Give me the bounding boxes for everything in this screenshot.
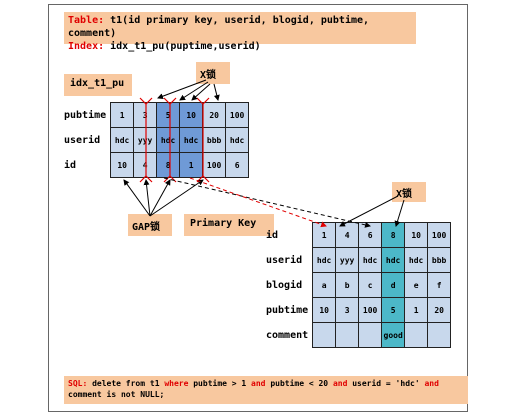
index-definition: idx_t1_pu(puptime,userid)	[104, 41, 261, 52]
pk-table-cell	[358, 322, 383, 348]
index-table-cell: 1	[179, 152, 204, 178]
pk-table-cell: 10	[312, 297, 337, 323]
index-table-cell: 8	[156, 152, 181, 178]
sql-part: pubtime < 20	[265, 379, 333, 388]
pk-table-cell: 1	[312, 222, 337, 248]
index-table-cell: 5	[156, 102, 181, 128]
pk-table-cell: hdc	[312, 247, 337, 273]
pk-table-cell: 4	[335, 222, 360, 248]
index-table-cell: 1	[110, 102, 135, 128]
sql-part: pubtime > 1	[188, 379, 252, 388]
index-table-cell: yyy	[133, 127, 158, 153]
sql-keyword: and	[332, 379, 348, 388]
index-table-cell: 10	[179, 102, 204, 128]
index-table-cell: 6	[225, 152, 250, 178]
index-table-cell: hdc	[110, 127, 135, 153]
pk-table-row-label: id	[266, 229, 279, 241]
pk-table-cell: 100	[427, 222, 452, 248]
index-table-row-label: id	[64, 159, 77, 171]
pk-table-cell: 8	[381, 222, 406, 248]
pk-table-cell: 1	[404, 297, 429, 323]
pk-table-cell: 10	[404, 222, 429, 248]
pk-table-cell: 100	[358, 297, 383, 323]
pk-table-cell	[427, 322, 452, 348]
pk-table-cell	[404, 322, 429, 348]
pk-table-cell: good	[381, 322, 406, 348]
pk-table-cell: a	[312, 272, 337, 298]
pk-table-cell: 5	[381, 297, 406, 323]
pk-table-cell: bbb	[427, 247, 452, 273]
pk-table-cell: e	[404, 272, 429, 298]
index-name-label: idx_t1_pu	[64, 74, 132, 96]
sql-prefix: SQL:	[68, 379, 88, 388]
sql-part: userid = 'hdc'	[347, 379, 425, 388]
pk-table-row-label: pubtime	[266, 304, 309, 316]
index-table-row-label: pubtime	[64, 109, 107, 121]
pk-table-row-label: blogid	[266, 279, 303, 291]
index-table-cell: 3	[133, 102, 158, 128]
sql-keyword: and	[424, 379, 439, 388]
sql-part: delete from t1	[87, 379, 165, 388]
schema-header: Table: t1(id primary key, userid, blogid…	[64, 12, 416, 52]
sql-keyword: and	[251, 379, 266, 388]
index-table-cell: 10	[110, 152, 135, 178]
index-table-cell: hdc	[225, 127, 250, 153]
sql-part: comment is not NULL;	[68, 390, 165, 399]
index-table-cell: 20	[202, 102, 227, 128]
index-key: Index:	[68, 41, 105, 52]
pk-table-cell: hdc	[381, 247, 406, 273]
pk-table-cell: hdc	[358, 247, 383, 273]
pk-table-cell: c	[358, 272, 383, 298]
index-table-cell: 4	[133, 152, 158, 178]
index-table-cell: 100	[202, 152, 227, 178]
pk-table-row-label: comment	[266, 329, 309, 341]
x-lock-label-index: X锁	[196, 62, 230, 84]
pk-table-row: comment good	[266, 322, 452, 348]
pk-table-cell: 3	[335, 297, 360, 323]
table-key: Table:	[68, 15, 105, 26]
x-lock-label-pk: X锁	[392, 182, 426, 202]
index-table-cell: 100	[225, 102, 250, 128]
diagram-frame	[48, 4, 468, 412]
index-table-cell: hdc	[179, 127, 204, 153]
index-table-row-label: userid	[64, 134, 101, 146]
sql-statement: SQL: delete from t1 where pubtime > 1 an…	[64, 376, 468, 404]
primary-key-label: Primary Key	[184, 214, 274, 236]
pk-table-cell: yyy	[335, 247, 360, 273]
pk-table-cell: 20	[427, 297, 452, 323]
pk-table-cell: hdc	[404, 247, 429, 273]
table-definition: t1(id primary key, userid, blogid, pubti…	[68, 15, 370, 39]
gap-lock-label: GAP锁	[128, 214, 172, 236]
pk-table-cell: 6	[358, 222, 383, 248]
index-table-cell: bbb	[202, 127, 227, 153]
pk-table-cell	[312, 322, 337, 348]
pk-table-cell: d	[381, 272, 406, 298]
pk-table-cell	[335, 322, 360, 348]
sql-keyword: where	[164, 379, 189, 388]
pk-table-cell: b	[335, 272, 360, 298]
index-table-cell: hdc	[156, 127, 181, 153]
pk-table-cell: f	[427, 272, 452, 298]
pk-table-row-label: userid	[266, 254, 303, 266]
